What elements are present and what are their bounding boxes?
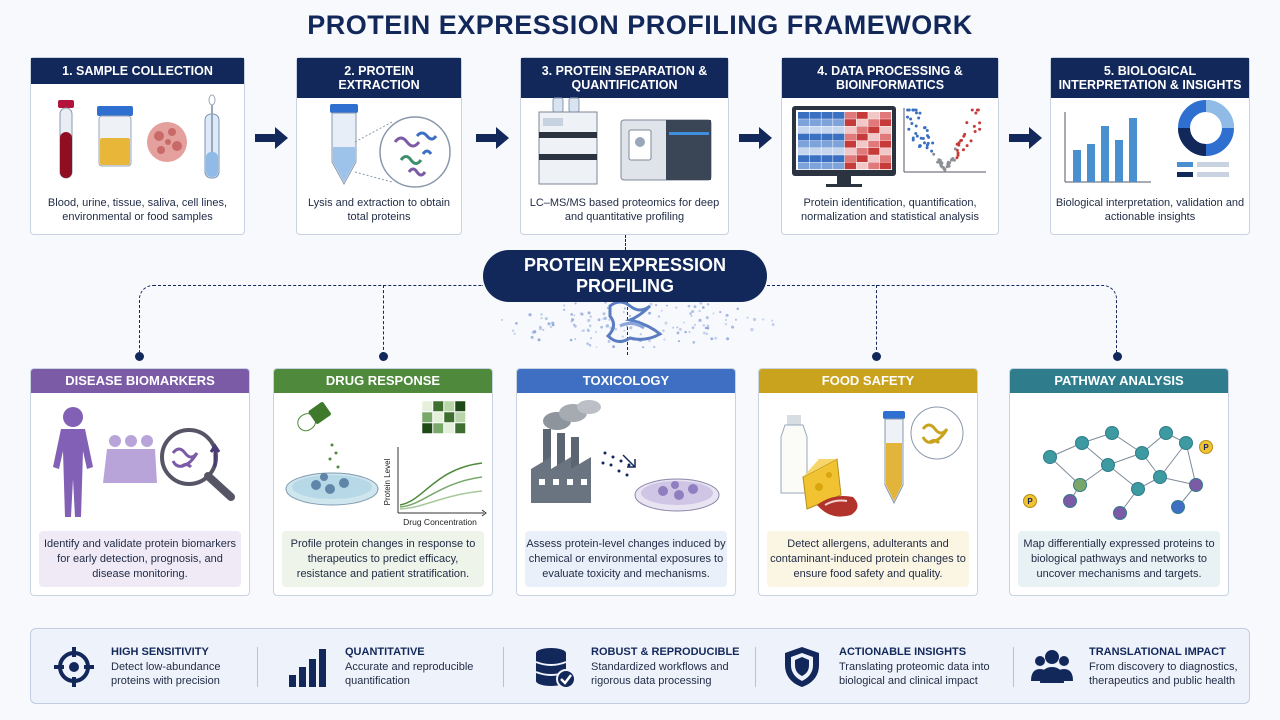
network-graph: PP [1023,426,1213,520]
divider [1013,647,1014,687]
connector-line [139,285,483,355]
flow-arrow-icon [476,127,509,149]
app-food-safety: FOOD SAFETY Detect allergens, adulterant… [758,368,978,596]
target-icon [54,647,94,687]
volcano-plot-points [906,108,982,172]
app-title: DISEASE BIOMARKERS [31,369,249,393]
step-description: Lysis and extraction to obtain total pro… [307,197,451,223]
app-description: Profile protein changes in response to t… [282,531,484,587]
connector-dot [135,352,144,361]
feature-title: ROBUST & REPRODUCIBLE [591,646,740,658]
step-description: Blood, urine, tissue, saliva, cell lines… [47,197,228,223]
step-title: 2. PROTEIN EXTRACTION [297,58,461,98]
divider [755,647,756,687]
y-axis-label: Protein Level [383,458,392,505]
step-title: 1. SAMPLE COLLECTION [31,58,244,84]
feature-title: ACTIONABLE INSIGHTS [839,646,967,658]
flow-arrow-icon [739,127,772,149]
app-description: Identify and validate protein biomarkers… [39,531,241,587]
app-title: TOXICOLOGY [517,369,735,393]
connector-dot [379,352,388,361]
sample-tubes-illustration [58,94,220,179]
app-description: Detect allergens, adulterants and contam… [767,531,969,587]
flow-arrow-icon [255,127,288,149]
food-samples-illustration [780,406,964,517]
feature-title: QUANTITATIVE [345,646,425,658]
particle-cloud [500,300,775,349]
app-title: FOOD SAFETY [759,369,977,393]
connector-line [625,235,626,250]
connector-line [767,285,1117,355]
heatmap-grid [798,112,892,170]
app-description: Assess protein-level changes induced by … [525,531,727,587]
phospho-label: P [1203,443,1209,452]
feature-title: HIGH SENSITIVITY [111,646,209,658]
drug-dose-response-chart: Protein Level Drug Concentration [285,400,487,527]
feature-title: TRANSLATIONAL IMPACT [1089,646,1226,658]
connector-line [876,285,877,355]
step-title: 3. PROTEIN SEPARATION & QUANTIFICATION [521,58,728,98]
people-icon [1031,650,1073,683]
extraction-tube-illustration [330,104,451,188]
human-silhouette-illustration [53,407,235,517]
insight-charts-illustration [1064,100,1234,183]
step-description: Biological interpretation, validation an… [1055,197,1245,223]
divider [503,647,504,687]
lc-ms-instrument-illustration [538,97,712,185]
phospho-label: P [1027,497,1033,506]
app-description: Map differentially expressed proteins to… [1018,531,1220,587]
drug-heatmap [421,400,466,434]
connector-dot [1113,352,1122,361]
pathway-network-illustration: PP [1023,426,1213,520]
step-separation-quantification: 3. PROTEIN SEPARATION & QUANTIFICATION L… [520,57,729,235]
connector-line [627,302,628,355]
step-sample-collection: 1. SAMPLE COLLECTION Blood, urine, tissu… [30,57,245,235]
app-toxicology: TOXICOLOGY Assess protein-level changes … [516,368,736,596]
page-title: PROTEIN EXPRESSION PROFILING FRAMEWORK [307,10,973,40]
step-title: 5. BIOLOGICAL INTERPRETATION & INSIGHTS [1051,58,1249,98]
step-title: 4. DATA PROCESSING & BIOINFORMATICS [782,58,998,98]
protein-structure-icon [500,300,775,349]
app-drug-response: DRUG RESPONSE Protein Level Drug Concent… [273,368,493,596]
connector-dot [872,352,881,361]
heatmap-volcano-illustration [792,106,986,187]
step-biological-interpretation: 5. BIOLOGICAL INTERPRETATION & INSIGHTS … [1050,57,1250,235]
x-axis-label: Drug Concentration [403,517,477,527]
flow-arrow-icon [1009,127,1042,149]
step-description: Protein identification, quantification, … [801,197,979,223]
connector-line [383,285,384,355]
step-protein-extraction: 2. PROTEIN EXTRACTION Lysis and extracti… [296,57,462,235]
divider [257,647,258,687]
hub-label: PROTEIN EXPRESSION PROFILING [483,250,767,302]
factory-exposure-illustration [531,400,720,512]
step-description: LC–MS/MS based proteomics for deep and q… [529,197,720,223]
step-data-processing: 4. DATA PROCESSING & BIOINFORMATICS Prot… [781,57,999,235]
database-check-icon [535,648,576,689]
feature-description: From discovery to diagnostics,therapeuti… [1089,661,1238,687]
bar-chart-icon [289,649,326,687]
shield-icon [785,647,819,687]
app-title: PATHWAY ANALYSIS [1010,369,1228,393]
app-disease-biomarkers: DISEASE BIOMARKERS Identify and validate… [30,368,250,596]
app-title: DRUG RESPONSE [274,369,492,393]
